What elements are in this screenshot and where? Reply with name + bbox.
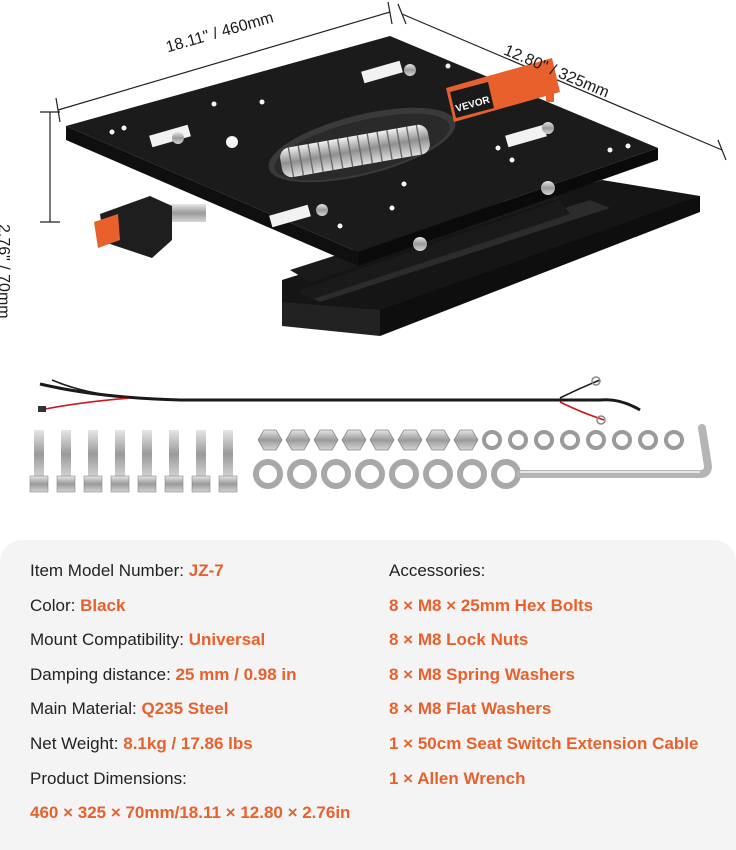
dimension-depth-line (397, 3, 727, 161)
adjustment-knob (94, 196, 206, 258)
product-illustration: VEVOR (0, 1, 727, 493)
accessory-extension-cable: 1 × 50cm Seat Switch Extension Cable (389, 733, 699, 753)
dimension-height-line (40, 111, 60, 223)
spring (280, 124, 430, 178)
specs-list: Item Model Number: JZ-7 Color: Black Mou… (30, 554, 350, 831)
accessory-spring-washers: 8 × M8 Spring Washers (389, 664, 575, 684)
accessories-title: Accessories: (389, 561, 486, 580)
spring-washers (482, 430, 684, 450)
spec-product-dimensions-label: Product Dimensions: (30, 768, 187, 788)
dimension-width-line (55, 1, 393, 123)
accessories-list: Accessories: 8 × M8 × 25mm Hex Bolts 8 ×… (389, 554, 698, 796)
spec-net-weight: Net Weight: 8.1kg / 17.86 lbs (30, 733, 253, 753)
flat-washers (253, 459, 521, 489)
plate-slots (149, 60, 547, 228)
spec-color: Color: Black (30, 595, 126, 615)
specifications-card: Item Model Number: JZ-7 Color: Black Mou… (0, 540, 736, 850)
accessory-hex-bolts: 8 × M8 × 25mm Hex Bolts (389, 595, 594, 615)
plate-bolts (172, 64, 555, 251)
lock-nuts (257, 429, 479, 451)
spec-model-number: Item Model Number: JZ-7 (30, 561, 224, 580)
accessory-lock-nuts: 8 × M8 Lock Nuts (389, 630, 529, 650)
allen-wrench (516, 424, 712, 478)
hex-bolts (29, 430, 238, 493)
plate-holes (109, 63, 631, 229)
vevor-warning-label: VEVOR (446, 58, 560, 122)
seat-switch-cable (38, 376, 641, 425)
spec-product-dimensions-value: 460 × 325 × 70mm/18.11 × 12.80 × 2.76in (30, 803, 351, 823)
spec-mount-compatibility: Mount Compatibility: Universal (30, 630, 266, 650)
seat-suspension-svg: VEVOR (29, 1, 727, 493)
spec-damping-distance: Damping distance: 25 mm / 0.98 in (30, 664, 297, 684)
spec-main-material: Main Material: Q235 Steel (30, 699, 229, 719)
accessory-flat-washers: 8 × M8 Flat Washers (389, 699, 552, 719)
height-dimension-label: 2.76" / 70mm (0, 224, 12, 319)
accessory-allen-wrench: 1 × Allen Wrench (389, 768, 526, 788)
